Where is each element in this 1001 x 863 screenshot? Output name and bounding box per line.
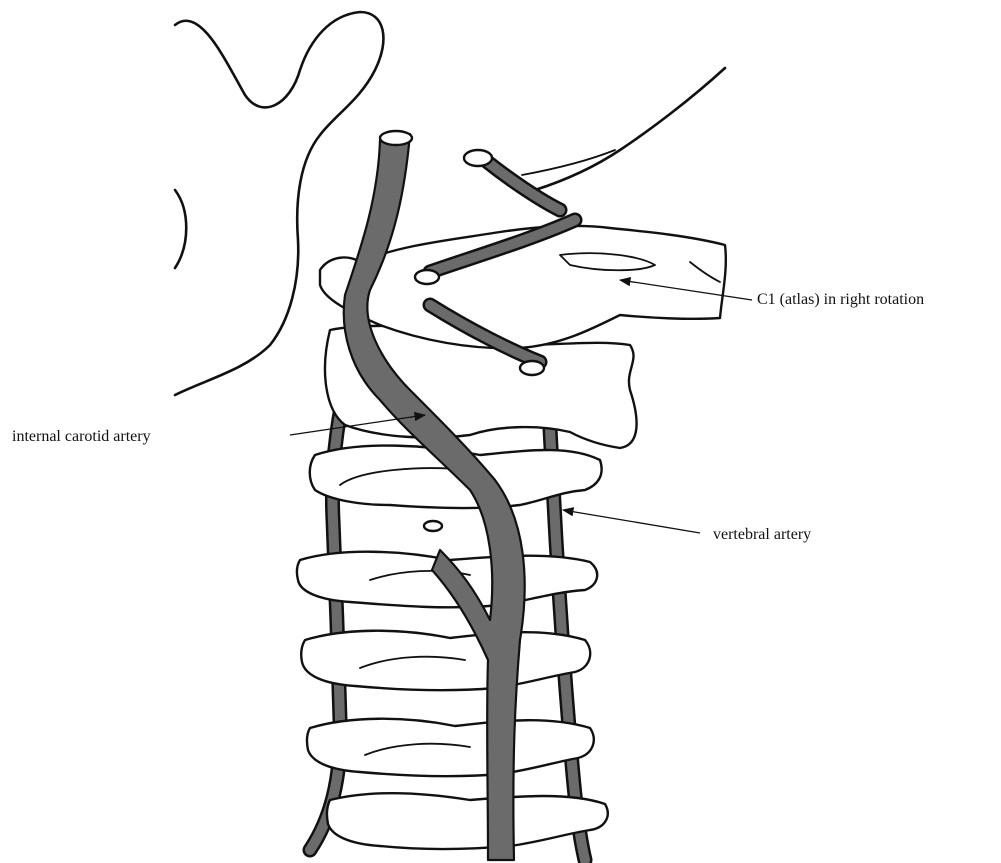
vertebral-artery-label: vertebral artery bbox=[713, 527, 811, 543]
vertebra-c5 bbox=[301, 631, 590, 690]
vertebral-artery-left bbox=[310, 360, 353, 850]
vertebra-c7 bbox=[327, 793, 608, 849]
c1-atlas-label: C1 (atlas) in right rotation bbox=[757, 292, 924, 308]
vertebral-artery-right bbox=[547, 375, 585, 860]
vertebra-c6 bbox=[307, 719, 594, 776]
internal-carotid-artery-label: internal carotid artery bbox=[12, 429, 151, 445]
vertebral-pointer-arrow bbox=[563, 510, 700, 533]
